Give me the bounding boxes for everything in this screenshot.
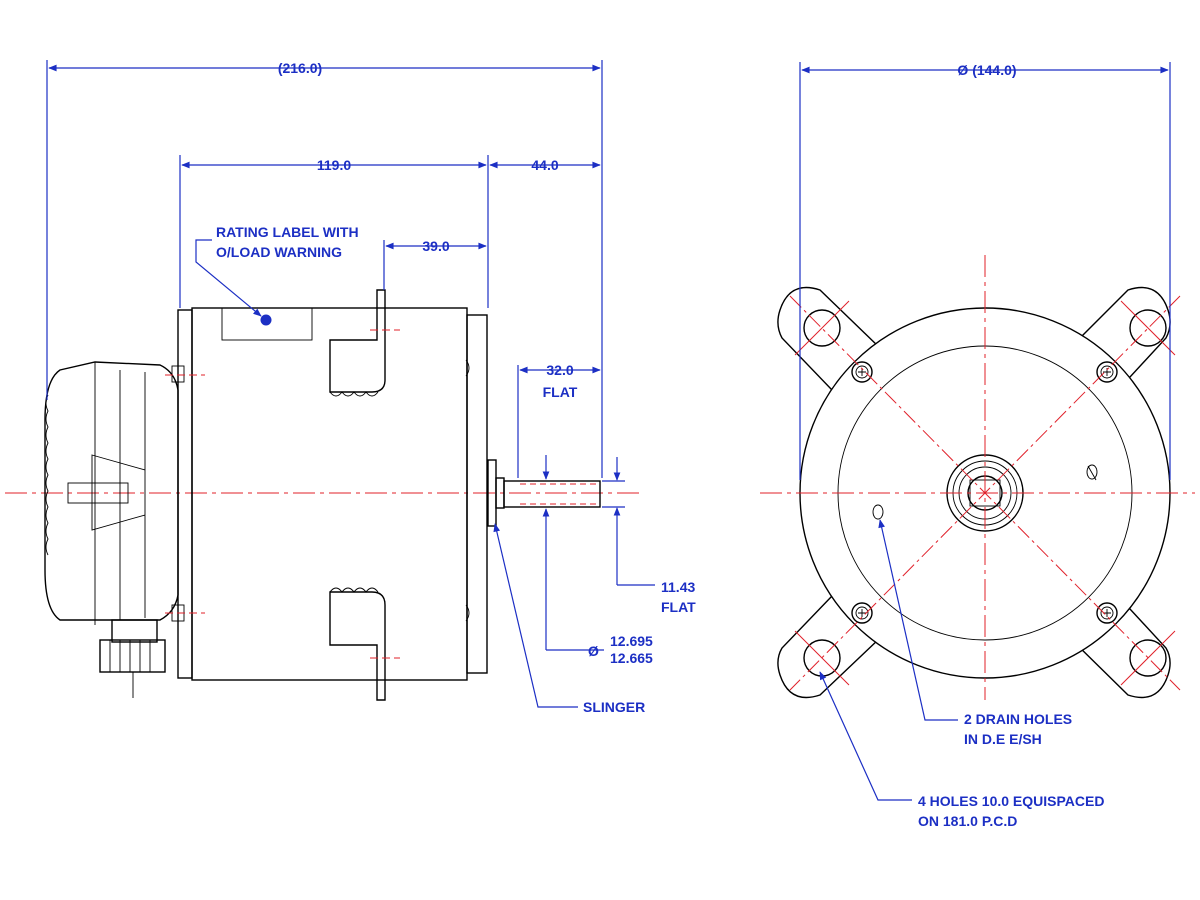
slinger-label: SLINGER bbox=[583, 699, 645, 715]
body-length-text: 119.0 bbox=[317, 157, 351, 173]
cable-gland bbox=[111, 619, 158, 643]
drain-holes-leader bbox=[878, 519, 958, 721]
end-cap-screw bbox=[67, 482, 129, 504]
cable-gland-nut bbox=[99, 639, 166, 673]
rating-label-line1: RATING LABEL WITH bbox=[216, 224, 359, 240]
rating-label-line2: O/LOAD WARNING bbox=[216, 244, 342, 260]
rating-label-leader bbox=[195, 239, 262, 317]
bracket-top bbox=[329, 289, 386, 393]
end-cap-ribs bbox=[91, 362, 146, 625]
mount-hole-br bbox=[1129, 639, 1167, 677]
end-screws bbox=[851, 361, 1118, 624]
hole-crosshairs bbox=[794, 300, 1176, 686]
drain-holes-line2: IN D.E E/SH bbox=[964, 731, 1042, 747]
rating-label-marker bbox=[260, 314, 272, 326]
shaft-dia-max: 12.695 bbox=[610, 633, 653, 649]
end-cap bbox=[44, 361, 179, 621]
bracket-bottom bbox=[329, 591, 386, 701]
side-dimensions: (216.0) 119.0 44.0 39.0 RATING LABEL WIT… bbox=[46, 60, 696, 715]
mount-holes-leader bbox=[819, 671, 912, 801]
drain-holes-line1: 2 DRAIN HOLES bbox=[964, 711, 1072, 727]
shaft-extension-text: 44.0 bbox=[531, 157, 558, 173]
side-view bbox=[5, 289, 640, 701]
overall-length-text: (216.0) bbox=[278, 60, 322, 76]
end-cap-fins bbox=[45, 394, 49, 556]
mount-holes-line1: 4 HOLES 10.0 EQUISPACED bbox=[918, 793, 1104, 809]
flat-length-note: FLAT bbox=[543, 384, 578, 400]
bracket-offset-text: 39.0 bbox=[422, 238, 449, 254]
rear-flange bbox=[177, 309, 193, 679]
flat-length-text: 32.0 bbox=[546, 362, 573, 378]
rating-label bbox=[221, 307, 313, 341]
shaft-dia-symbol: Ø bbox=[588, 643, 599, 659]
front-flange bbox=[466, 314, 488, 674]
drain-hole-2 bbox=[1086, 464, 1098, 480]
end-view bbox=[760, 255, 1195, 700]
slinger-leader bbox=[493, 523, 578, 708]
end-dimensions: Ø (144.0) 2 DRAIN HOLES IN D.E E/SH 4 HO… bbox=[799, 62, 1171, 829]
flat-depth-note: FLAT bbox=[661, 599, 696, 615]
mount-holes-line2: ON 181.0 P.C.D bbox=[918, 813, 1017, 829]
flange-nut-top bbox=[171, 365, 185, 383]
mount-hole-tr bbox=[1129, 309, 1167, 347]
shaft-dia-min: 12.665 bbox=[610, 650, 653, 666]
flat-depth-text: 11.43 bbox=[661, 579, 695, 595]
mount-hole-tl bbox=[803, 309, 841, 347]
drain-hole-1 bbox=[872, 504, 884, 520]
shaft bbox=[503, 480, 601, 508]
frame-diameter-text: Ø (144.0) bbox=[957, 62, 1016, 78]
